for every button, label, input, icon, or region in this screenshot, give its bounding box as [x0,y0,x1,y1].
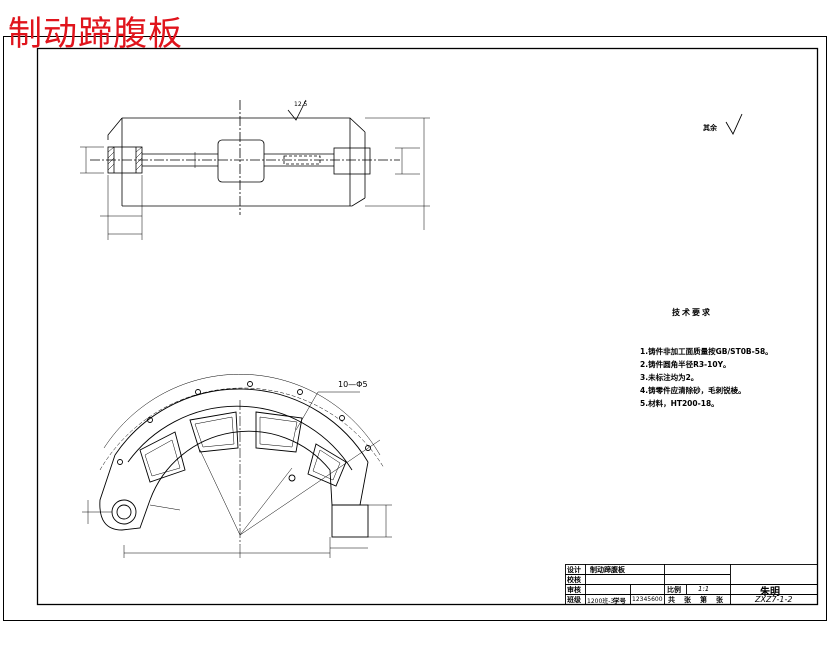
tb-class-value: 1200班-3 [587,598,615,605]
surface-finish-note: 其余 [703,124,717,132]
tb-sheet-unit-2: 张 [716,596,723,604]
inner-border [36,47,819,606]
tb-label-class: 班级 [567,596,581,604]
outer-border [3,36,827,621]
tech-requirement-item: 4.铸零件应清除砂，毛刺锐棱。 [640,386,746,395]
roughness-symbol [725,113,743,135]
tb-material-mark: 朱明 [760,587,780,598]
tb-sheet-index: 第 [700,596,707,604]
hole-callout: 10—Φ5 [338,380,368,389]
pivot-hole [111,499,137,525]
tech-requirement-item: 5.材料，HT200-18。 [640,399,719,408]
top-view [80,99,430,240]
tb-student-id: 12345600 [632,596,663,603]
tb-student-id-label: 学号 [613,597,626,605]
tech-requirement-item: 2.铸件圆角半径R3-10Y。 [640,360,731,369]
tech-requirement-item: 3.未标注均为2。 [640,373,699,382]
tech-requirements-list: 1.铸件非加工面质量按GB/ST0B-58。 2.铸件圆角半径R3-10Y。 3… [640,345,773,410]
tb-sheet-total: 共 [668,596,675,604]
tb-part-name: 制动蹄腹板 [590,566,625,574]
tech-requirements-title: 技术要求 [672,308,712,317]
tb-sheet-unit: 张 [684,596,691,604]
tech-requirement-item: 1.铸件非加工面质量按GB/ST0B-58。 [640,347,773,356]
tb-label-design: 设计 [567,566,581,574]
roughness-value: 12.5 [294,101,308,108]
front-view [82,374,392,558]
tb-scale-label: 比例 [667,586,681,594]
tb-scale-value: 1:1 [698,585,710,593]
tb-drawing-no: ZXZ7-1-2 [755,595,793,604]
title-block [565,564,818,605]
tb-label-review: 审核 [567,586,581,594]
tb-label-check: 校核 [567,576,581,584]
overlay-title: 制动蹄腹板 [8,14,183,54]
